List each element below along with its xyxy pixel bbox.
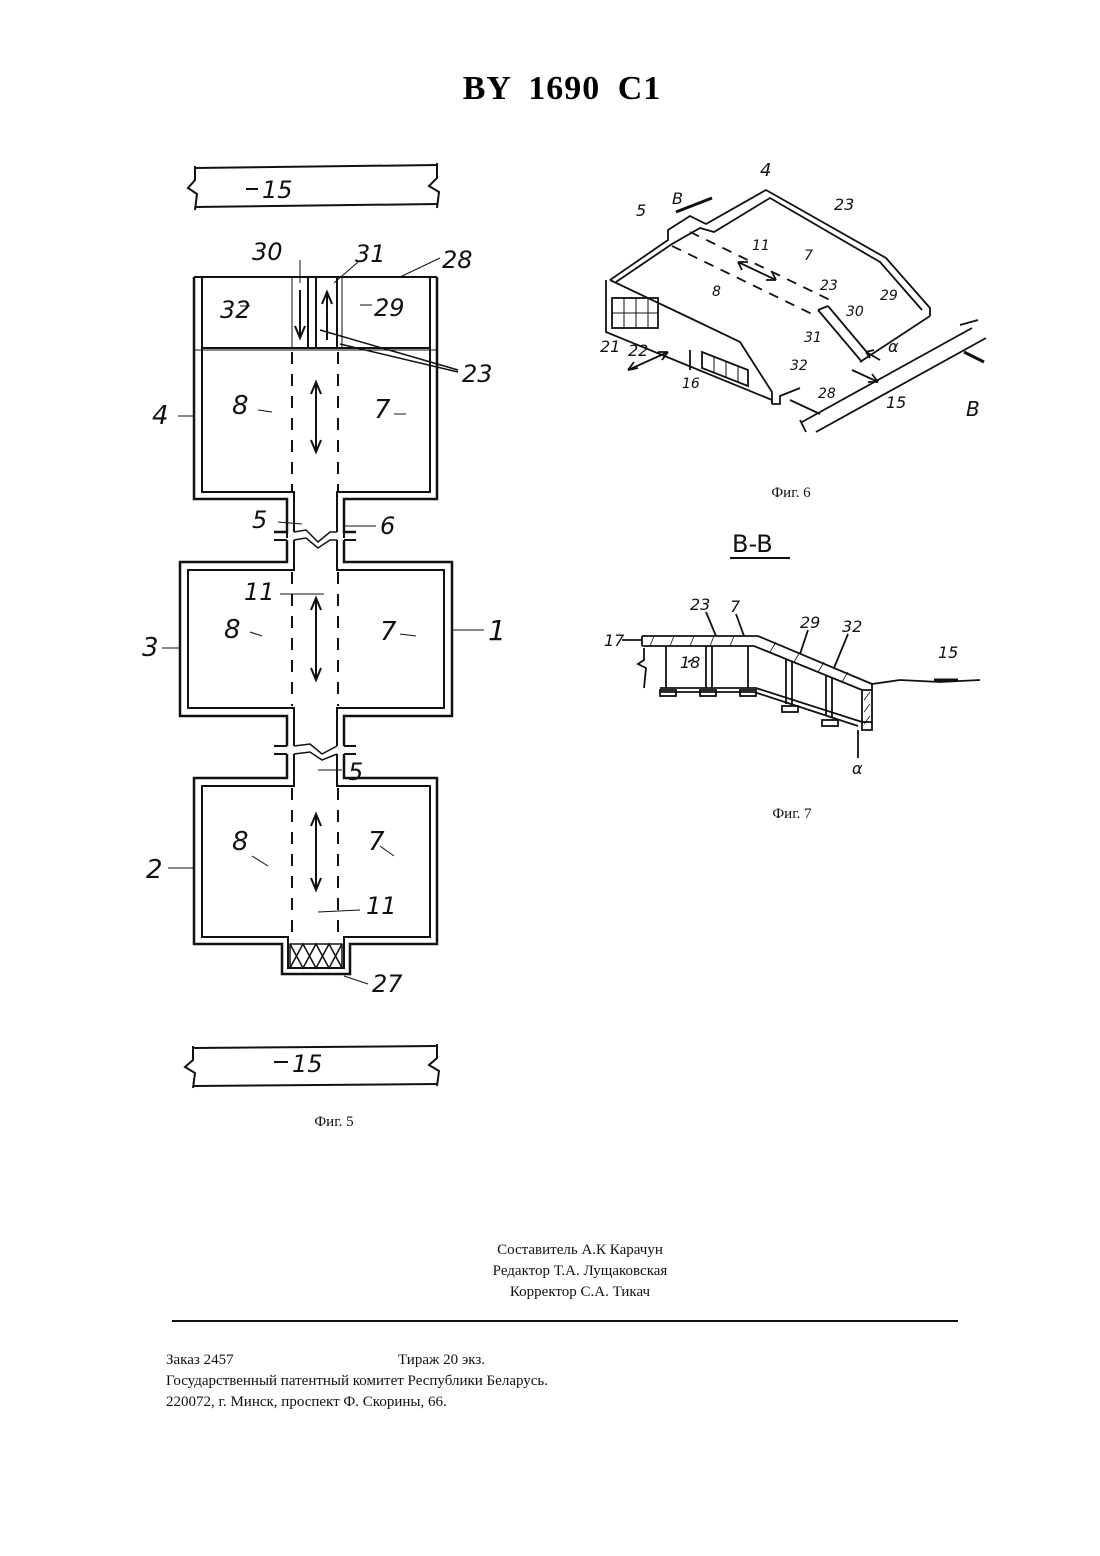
fig7-section-title: B-B (732, 530, 773, 558)
fig6-label-7: 7 (804, 248, 813, 264)
fig6-label-21: 21 (600, 337, 620, 356)
publisher-line: Государственный патентный комитет Респуб… (166, 1371, 866, 1392)
fig7-label-15: 15 (938, 643, 958, 662)
fig6-label-alpha: α (888, 337, 899, 356)
fig7-label-32: 32 (842, 617, 862, 636)
fig6-label-4: 4 (760, 160, 771, 181)
fig5-label-15-bottom: 15 (292, 1050, 323, 1078)
fig5-label-5-upper: 5 (252, 506, 267, 534)
fig6-label-29: 29 (880, 288, 898, 304)
fig5-label-2: 2 (146, 855, 163, 885)
fig5-label-8-block2: 8 (232, 827, 249, 857)
fig5-label-29: 29 (374, 294, 405, 322)
fig5-label-6: 6 (380, 512, 395, 540)
fig7-label-29: 29 (800, 613, 820, 632)
fig5-label-3: 3 (142, 633, 159, 663)
fig5-label-11-block3: 11 (244, 578, 275, 606)
fig5-label-8-block3: 8 (224, 615, 241, 645)
fig6-label-16: 16 (682, 376, 700, 392)
fig5-label-23: 23 (462, 360, 493, 388)
fig6-label-32: 32 (790, 358, 808, 374)
fig7-caption: Фиг. 7 (772, 806, 812, 822)
fig7-label-17: 17 (604, 631, 625, 650)
fig6-label-15: 15 (886, 393, 906, 412)
circulation: Тираж 20 экз. (398, 1350, 485, 1371)
fig5-label-5-lower: 5 (348, 758, 363, 786)
fig5-label-32: 32 (220, 296, 251, 324)
fig7-label-23: 23 (690, 595, 710, 614)
figure-6-drawing (606, 190, 986, 432)
fig5-label-31: 31 (355, 240, 386, 268)
imprint: Заказ 2457Тираж 20 экз. Государственный … (166, 1350, 866, 1413)
fig5-label-15-top: 15 (262, 176, 293, 204)
fig5-label-7-block2: 7 (368, 827, 385, 857)
figure-7-drawing (622, 612, 980, 758)
fig6-label-22: 22 (628, 341, 648, 360)
fig6-label-8: 8 (712, 284, 721, 300)
fig7-label-alpha: α (852, 759, 863, 778)
fig5-label-30: 30 (252, 238, 283, 266)
fig6-label-B-left: B (672, 189, 683, 208)
fig5-label-11-block2: 11 (366, 892, 397, 920)
corrector-line: Корректор С.А. Тикач (380, 1282, 780, 1303)
fig6-label-28: 28 (818, 386, 836, 402)
fig6-label-11: 11 (752, 238, 770, 254)
editor-line: Редактор Т.А. Лущаковская (380, 1261, 780, 1282)
fig5-caption: Фиг. 5 (314, 1114, 353, 1130)
road-top (188, 163, 439, 210)
fig6-label-23-top: 23 (834, 195, 854, 214)
barrier-27 (290, 944, 342, 968)
fig6-label-31: 31 (804, 330, 822, 346)
fig7-label-7: 7 (730, 597, 741, 616)
fig7-label-18: 18 (680, 653, 700, 672)
fig5-label-1: 1 (488, 614, 506, 647)
fig6-label-B-right: B (966, 397, 980, 421)
fig5-label-8-block4: 8 (232, 391, 249, 421)
fig6-label-23-mid: 23 (820, 278, 838, 294)
address-line: 220072, г. Минск, проспект Ф. Скорины, 6… (166, 1392, 866, 1413)
order-number: Заказ 2457 (166, 1350, 398, 1371)
colophon: Составитель А.К Карачун Редактор Т.А. Лу… (380, 1240, 780, 1303)
fig5-label-28: 28 (442, 246, 473, 274)
compiler-line: Составитель А.К Карачун (380, 1240, 780, 1261)
divider-rule (172, 1320, 958, 1322)
fig6-label-30: 30 (846, 304, 864, 320)
fig5-label-4: 4 (152, 401, 169, 431)
fig6-caption: Фиг. 6 (771, 485, 811, 501)
fig5-label-7-block4: 7 (374, 395, 391, 425)
fig5-label-27: 27 (372, 970, 403, 998)
fig6-label-5: 5 (636, 201, 646, 220)
fig5-label-7-block3: 7 (380, 617, 397, 647)
